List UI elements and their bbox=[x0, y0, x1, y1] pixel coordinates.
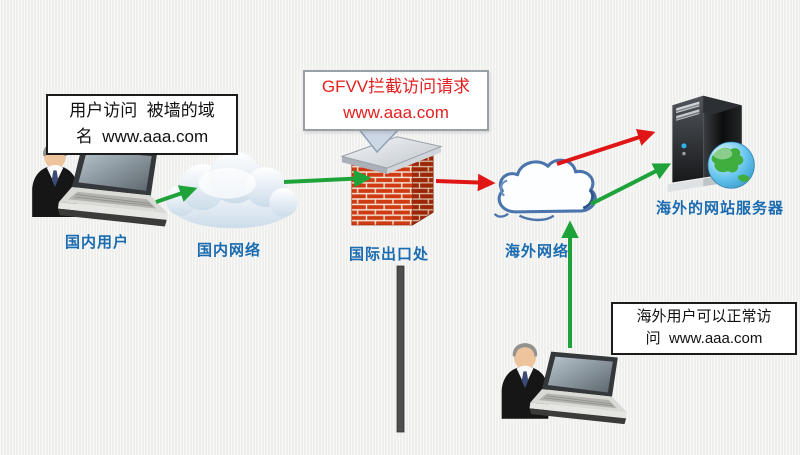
arrow-gateway-to-overseas-network bbox=[435, 173, 496, 192]
blocked-domain-callout: 用户访问 被墙的域 名 www.aaa.com bbox=[46, 94, 238, 155]
callout-line: 名 www.aaa.com bbox=[75, 127, 209, 146]
overseas-user-laptop-icon bbox=[519, 350, 645, 430]
overseas-network-label: 海外网络 bbox=[504, 243, 570, 260]
domestic-user-laptop-icon bbox=[56, 142, 178, 234]
international-gateway-label: 国际出口处 bbox=[348, 246, 430, 263]
callout-line: 用户访问 被墙的域 bbox=[69, 101, 215, 120]
callout-line: 海外用户可以正常访 bbox=[636, 308, 772, 325]
server-tower-globe-icon bbox=[660, 88, 758, 196]
overseas-network-cloud-icon bbox=[489, 151, 607, 229]
border-divider-bar bbox=[396, 265, 405, 433]
overseas-access-callout: 海外用户可以正常访 问 www.aaa.com bbox=[611, 302, 797, 355]
domestic-user-label: 国内用户 bbox=[64, 234, 130, 251]
callout-line: 问 www.aaa.com bbox=[645, 330, 763, 347]
firewall-brick-wall-icon bbox=[340, 116, 444, 234]
callout-line: GFVV拦截访问请求 bbox=[321, 77, 471, 96]
domestic-network-cloud-icon bbox=[158, 147, 306, 233]
gfw-intercept-callout: GFVV拦截访问请求 www.aaa.com bbox=[303, 70, 489, 131]
callout-line: www.aaa.com bbox=[343, 103, 449, 122]
domestic-network-label: 国内网络 bbox=[196, 242, 262, 259]
overseas-server-label: 海外的网站服务器 bbox=[655, 200, 785, 217]
